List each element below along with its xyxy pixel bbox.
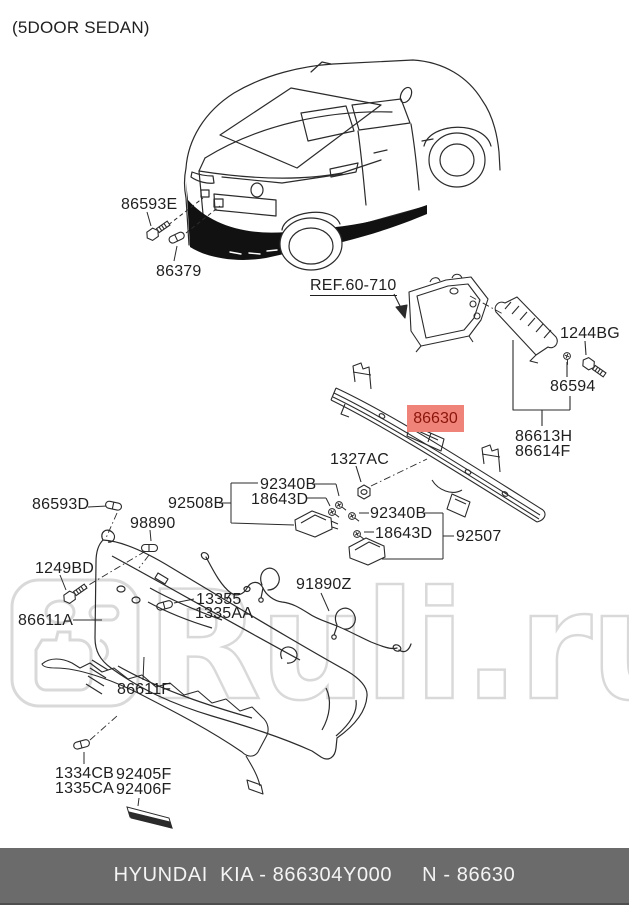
arrow-icon: [395, 304, 408, 319]
part-label-92340B-right[interactable]: 92340B: [370, 505, 427, 522]
footer-group-number: N - 86630: [422, 864, 516, 886]
bumper-cover-drawing: [85, 529, 368, 760]
part-label-1334CB[interactable]: 1334CB: [55, 765, 115, 782]
clip-icon-98890: [140, 543, 159, 553]
part-label-1335AA[interactable]: 1335AA: [195, 605, 254, 622]
side-bracket-drawing: [494, 296, 587, 426]
part-label-86593D[interactable]: 86593D: [32, 496, 90, 513]
clip-icon-86379: [167, 230, 186, 245]
ruli-logo-mark: [10, 578, 140, 708]
part-label-86593E[interactable]: 86593E: [121, 196, 178, 213]
part-label-1249BD[interactable]: 1249BD: [35, 560, 95, 577]
part-label-86611A[interactable]: 86611A: [18, 612, 74, 629]
clip-icon-13355: [155, 599, 174, 612]
part-label-1335CA[interactable]: 1335CA: [55, 780, 115, 797]
bolt-icon-1249BD: [60, 581, 89, 606]
bolt-icon-86593E: [143, 218, 172, 243]
screw-icon-18643D-left: [326, 506, 340, 522]
screw-icon-18643D-right: [351, 528, 365, 544]
part-label-86614F[interactable]: 86614F: [515, 443, 571, 460]
part-label-91890Z[interactable]: 91890Z: [296, 576, 352, 593]
quarter-panel-drawing: [393, 273, 504, 353]
part-label-86594[interactable]: 86594: [550, 378, 596, 395]
part-label-92508B[interactable]: 92508B: [168, 495, 225, 512]
screw-icon-92340B-left: [333, 499, 347, 515]
part-label-18643D-right[interactable]: 18643D: [375, 525, 433, 542]
part-label-1327AC[interactable]: 1327AC: [330, 451, 390, 468]
screw-icon-86594: [560, 351, 572, 366]
part-label-92507[interactable]: 92507: [456, 528, 502, 545]
license-lamp-right-group: [348, 512, 454, 566]
part-label-86630-highlighted[interactable]: 86630: [407, 405, 464, 432]
footer-bar: HYUNDAI KIA - 866304Y000 N - 86630: [0, 848, 629, 905]
lower-skirt-drawing: [41, 658, 269, 795]
part-label-92340B-left[interactable]: 92340B: [260, 476, 317, 493]
license-lamp-left-group: [219, 482, 340, 538]
screw-icon-92340B-right: [346, 510, 360, 526]
bolt-icon-1244BG: [579, 355, 608, 380]
variant-note: (5DOOR SEDAN): [12, 18, 150, 37]
part-label-86611F[interactable]: 86611F: [117, 681, 172, 698]
part-label-92406F[interactable]: 92406F: [116, 781, 172, 798]
part-label-18643D-left[interactable]: 18643D: [251, 491, 309, 508]
part-label-92405F[interactable]: 92405F: [116, 766, 172, 783]
part-label-86613H[interactable]: 86613H: [515, 428, 573, 445]
clip-icon-86593D: [104, 500, 123, 512]
reflector-drawing: [126, 806, 173, 829]
clip-icon-1334CB: [72, 738, 91, 751]
part-label-1244BG[interactable]: 1244BG: [560, 325, 620, 342]
footer-brand-partnumber: HYUNDAI KIA - 866304Y000: [113, 864, 393, 886]
part-label-13355[interactable]: 13355: [196, 591, 242, 608]
part-label-86379[interactable]: 86379: [156, 263, 202, 280]
wiring-harness-drawing: [200, 551, 412, 653]
car-rear-view-drawing: [183, 59, 501, 271]
ref-label-60-710[interactable]: REF.60-710: [310, 277, 397, 296]
nut-icon-1327AC: [357, 484, 371, 500]
part-label-98890[interactable]: 98890: [130, 515, 176, 532]
